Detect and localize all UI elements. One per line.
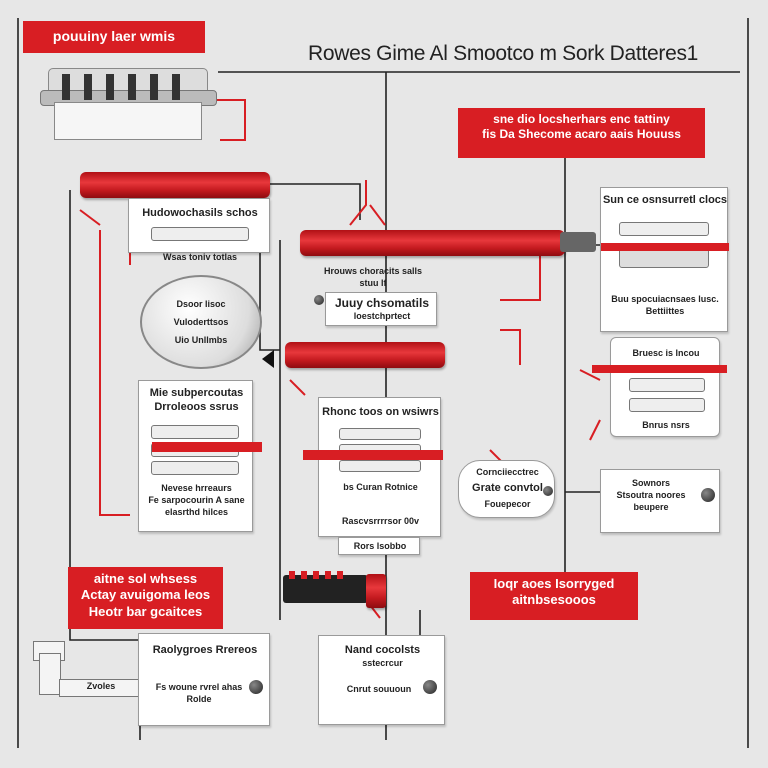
switch-red-plug (366, 574, 386, 608)
right-mid-top: Bruesc is lncou (632, 348, 700, 358)
right-top-box: Sun ce osnsurretl clocs Buu spocuiacnsae… (600, 187, 729, 332)
control-bubble: Cornciiecctrec Grate convtol Fouepecor (458, 460, 555, 518)
right-small-box: Sownors Stsoutra noores beupere (600, 469, 720, 533)
top-right-tag: sne dio locsherhars enc tattiny fis Da S… (458, 108, 705, 158)
switch-block (283, 571, 368, 603)
bottom-left-knob[interactable] (249, 680, 263, 694)
red-tube-center (300, 230, 565, 256)
bottom-mid-knob[interactable] (423, 680, 437, 694)
center-label: Juuy chsomatils loestchprtect (325, 292, 437, 326)
red-tube-top-left (80, 172, 270, 198)
header-tag: pouuiny laer wmis (23, 21, 205, 53)
plug-device: Zvoles (33, 641, 145, 697)
page-title: Rowes Gime Al Smootco m Sork Datteres1 (307, 42, 699, 65)
round-meter-line-3: Uio Unllmbs (174, 335, 228, 345)
right-top-title: Sun ce osnsurretl clocs (602, 194, 728, 206)
center-box: Rhonc toos on wsiwrs bs Curan Rotnice Ra… (318, 397, 441, 537)
left-mid-box: Mie subpercoutas Drroleoos ssrus Nevese … (138, 380, 253, 532)
right-mid-box: Bruesc is lncou Bnrus nsrs (610, 337, 720, 437)
device-a-label: Hudowochasils schos (142, 207, 258, 219)
power-strip-device (40, 68, 217, 140)
right-mid-bottom: Bnrus nsrs (642, 420, 690, 430)
bottom-box-left: Raolygroes Rrereos Fs woune rvrel ahas R… (138, 633, 270, 726)
round-meter-line-1: Dsoor lisoc (176, 299, 226, 309)
round-meter-line-2: Vuloderttsos (173, 317, 229, 327)
center-box-bottom: Rascvsrrrrsor 00v (341, 516, 420, 526)
round-meter: Dsoor lisoc Vuloderttsos Uio Unllmbs (140, 275, 262, 369)
bottom-left-tag: aitne sol whsess Actay avuigoma leos Heo… (68, 567, 223, 629)
red-tube-mid (285, 342, 445, 368)
wire-caption: Hrouws choracits salls stuu lf (323, 266, 423, 288)
right-small-knob[interactable] (701, 488, 715, 502)
bubble-knob[interactable] (543, 486, 553, 496)
center-knob[interactable] (314, 295, 324, 305)
device-a-box: Hudowochasils schos (128, 198, 270, 253)
center-box-title: Rhonc toos on wsiwrs (322, 406, 439, 418)
bottom-box-mid: Nand cocolsts sstecrcur Cnrut souuoun (318, 635, 445, 725)
mid-caption: Wsas toniv totlas (162, 252, 237, 262)
bottom-right-tag: Ioqr aoes Isorryged aitnbsesooos (470, 572, 638, 620)
center-box-mid: bs Curan Rotnice (343, 482, 418, 492)
right-top-bottom: Buu spocuiacnsaes lusc. Bettiittes (611, 294, 719, 316)
plug-label: Zvoles (86, 681, 116, 691)
pointer-arrow-icon (262, 350, 274, 368)
center-sub-label: Rors lsobbo (338, 537, 420, 555)
